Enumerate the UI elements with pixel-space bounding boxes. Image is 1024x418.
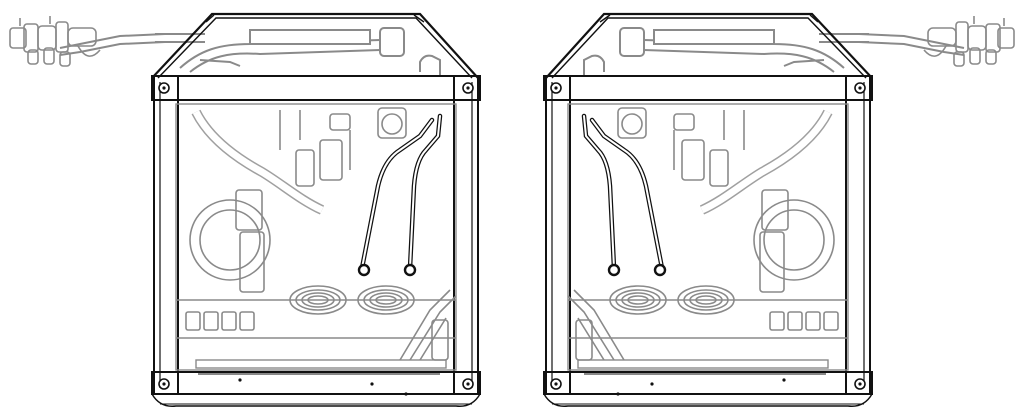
unit-right-drawing	[544, 14, 1014, 406]
unit-left-drawing	[10, 14, 480, 406]
